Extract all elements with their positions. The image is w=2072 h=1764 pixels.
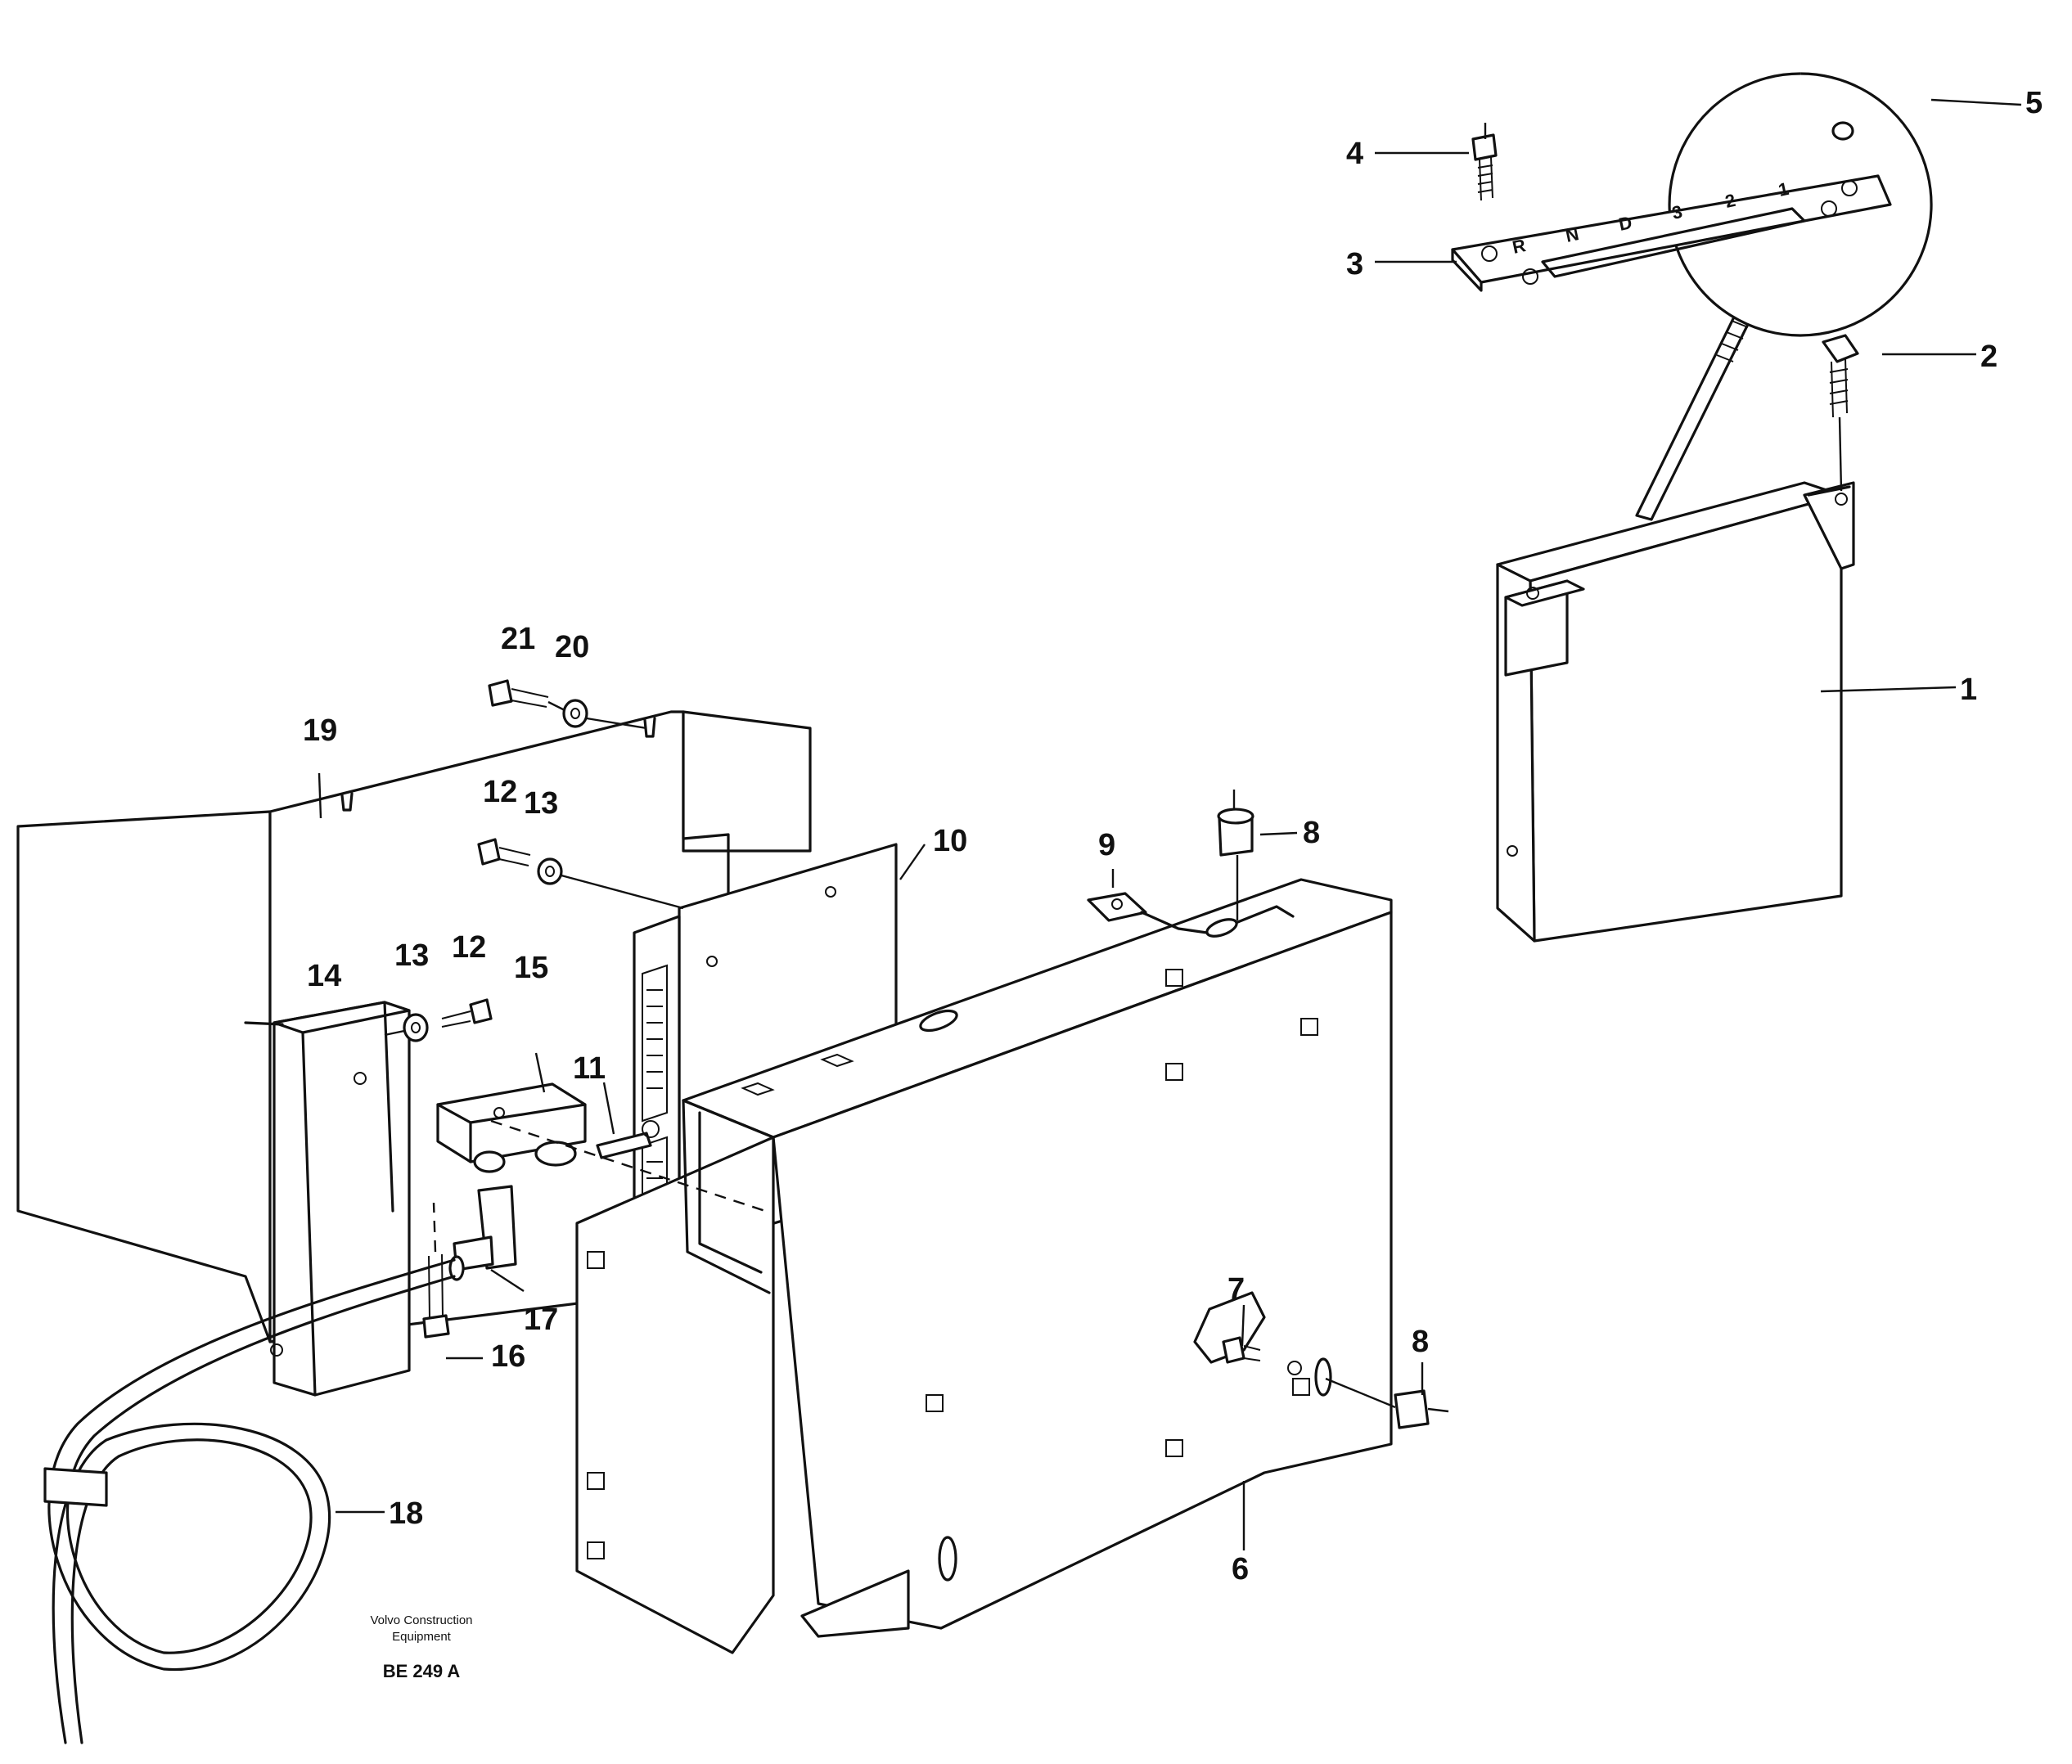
washer-20 (562, 699, 647, 730)
caption-block: Volvo Construction Equipment BE 249 A (370, 1613, 472, 1681)
callout-16: 16 (491, 1339, 525, 1374)
washer-13-upper (537, 857, 684, 910)
main-housing-6 (575, 878, 1393, 1654)
gate-mark-2: 2 (1723, 190, 1737, 212)
gate-mark-n: N (1564, 223, 1581, 246)
callout-14: 14 (307, 959, 341, 993)
caption-line-2: Equipment (392, 1630, 452, 1644)
elbow-fitting-17 (448, 1185, 517, 1281)
callout-2: 2 (1980, 340, 1998, 374)
dash-line-16 (432, 1202, 437, 1253)
callout-20: 20 (555, 630, 589, 664)
callout-8-top: 8 (1303, 816, 1320, 850)
callout-15: 15 (514, 951, 548, 985)
callout-21: 21 (501, 622, 535, 656)
callout-5: 5 (2025, 86, 2043, 120)
screw-21 (488, 679, 565, 712)
gate-mark-d: D (1617, 212, 1634, 235)
callout-3: 3 (1346, 247, 1363, 281)
hose-18 (43, 1258, 456, 1744)
pin-11 (596, 1120, 660, 1159)
gate-plate-3: R N D 3 2 1 (1451, 174, 1892, 292)
bolt-2 (1822, 334, 1859, 492)
callout-11: 11 (573, 1051, 606, 1086)
callout-labels: 1 2 3 4 5 6 7 8 8 9 10 11 12 13 12 13 14… (303, 86, 2043, 1586)
figure-code: BE 249 A (383, 1661, 461, 1681)
callout-1: 1 (1960, 673, 1977, 707)
spacer-8-top (1217, 790, 1254, 920)
gear-lever (1635, 72, 1933, 521)
controller-unit-1 (1496, 481, 1855, 943)
screw-12-lower (441, 998, 493, 1028)
gate-mark-3: 3 (1670, 201, 1684, 223)
caption-line-1: Volvo Construction (370, 1613, 472, 1627)
gate-mark-r: R (1511, 235, 1528, 258)
callout-10: 10 (933, 824, 967, 858)
screw-12-upper (477, 838, 531, 866)
callout-6: 6 (1232, 1552, 1249, 1586)
callout-7: 7 (1227, 1272, 1245, 1307)
screw-4 (1471, 123, 1498, 201)
relay-box-14 (244, 1001, 411, 1397)
clip-9 (1087, 892, 1209, 934)
callout-19: 19 (303, 713, 337, 748)
screw-7 (1222, 1336, 1302, 1375)
valve-block-15 (436, 1082, 587, 1173)
callout-4: 4 (1346, 137, 1363, 171)
leader-lines (318, 98, 2022, 1550)
callout-12-upper: 12 (483, 775, 517, 809)
gate-mark-1: 1 (1777, 178, 1790, 200)
callout-17: 17 (524, 1303, 558, 1337)
callout-13-lower: 13 (394, 938, 429, 973)
washer-13-lower (384, 1013, 429, 1042)
callout-12-lower: 12 (452, 930, 486, 965)
callout-18: 18 (389, 1496, 423, 1531)
spacer-8-bottom (1325, 1377, 1449, 1429)
callout-8-bottom: 8 (1412, 1325, 1429, 1359)
callout-9: 9 (1098, 828, 1115, 862)
callout-13-upper: 13 (524, 786, 558, 821)
dash-line-15 (490, 1119, 766, 1213)
